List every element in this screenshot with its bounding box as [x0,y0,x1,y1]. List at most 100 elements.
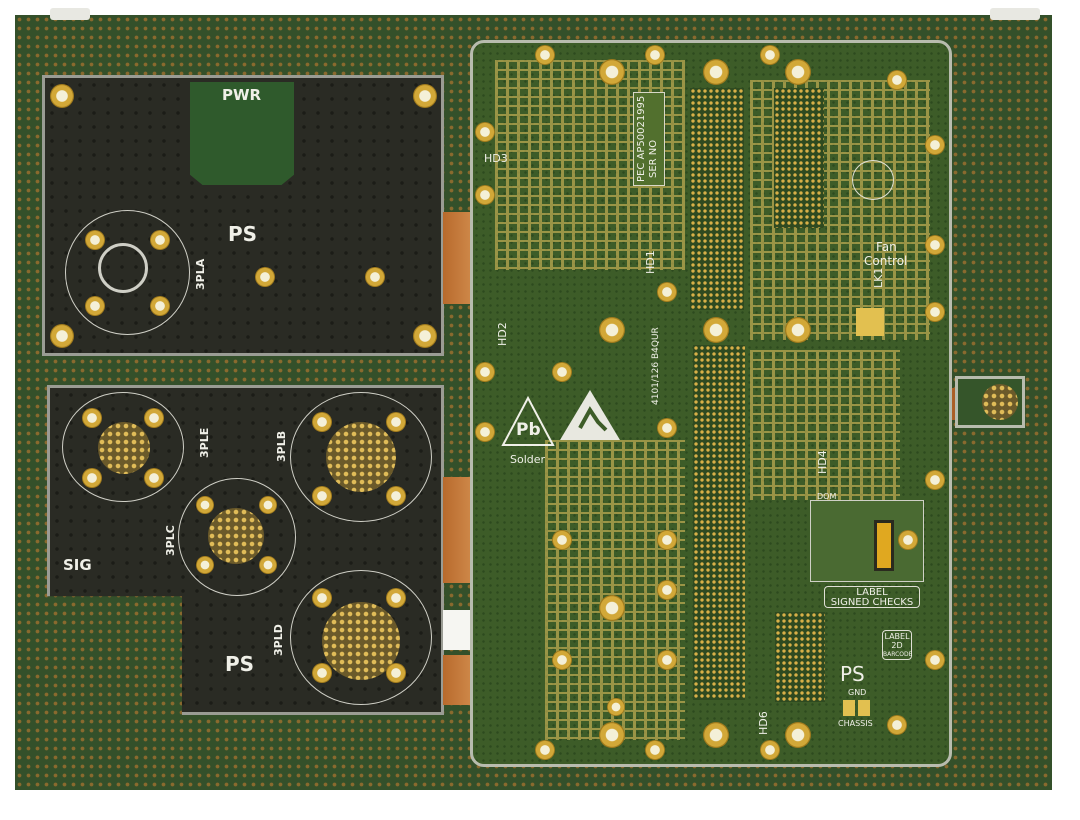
mounting-hole-pad [552,530,572,550]
mounting-hole-pad [925,135,945,155]
mounting-hole-pad [599,722,625,748]
mounting-hole-pad [82,408,102,428]
mounting-hole-pad [150,296,170,316]
label-signed-line1: LABEL [856,587,888,598]
pwr-label: PWR [222,86,262,104]
resistor-r212 [843,700,855,716]
fan-label: Fan [876,240,897,254]
mounting-hole-pad [785,59,811,85]
mounting-hole-pad [386,588,406,608]
3pld-label: 3PLD [272,624,285,656]
ps-main-label: PS [840,662,865,686]
mounting-hole-pad [657,282,677,302]
serial-label-area [633,92,665,186]
bga-footprint [774,88,824,228]
dom-label: DOM [817,492,837,501]
power-component [856,308,884,336]
lk1-label: LK1 [872,267,885,288]
label-2d-barcode: LABEL 2D BARCODE [882,630,912,660]
mounting-hole-pad [386,412,406,432]
ps-label: PS [228,222,258,246]
bga-footprint [693,345,745,700]
mounting-hole-pad [703,59,729,85]
mounting-hole-pad [703,317,729,343]
mounting-hole-pad [607,698,625,716]
hd3-label: HD3 [484,152,508,165]
hd6-label: HD6 [757,711,770,735]
breakaway-tab [50,8,90,20]
mounting-hole-pad [386,486,406,506]
mounting-hole-pad [386,663,406,683]
mounting-hole-pad [475,362,495,382]
connector-3plb-outline [290,392,432,522]
mounting-hole-pad [312,486,332,506]
mounting-hole-pad [925,470,945,490]
mounting-hole-pad [475,422,495,442]
pwr-area [190,82,294,185]
round-connector [982,384,1018,420]
mounting-hole-pad [413,324,437,348]
3pla-label: 3PLA [194,258,207,290]
solder-label: Solder [510,453,546,466]
ps-bottom-label: PS [225,652,255,676]
inductor [852,160,894,200]
mounting-hole-pad [552,362,572,382]
mounting-hole-pad [887,70,907,90]
mounting-hole-pad [887,715,907,735]
mounting-hole-pad [645,740,665,760]
mounting-hole-pad [535,45,555,65]
mounting-hole-pad [657,650,677,670]
3ple-label: 3PLE [198,427,211,458]
label-signed-line2: SIGNED CHECKS [830,597,914,608]
mounting-hole-pad [703,722,729,748]
3plc-label: 3PLC [164,525,177,556]
dom-connector [874,520,894,571]
control-label: Control [864,254,908,268]
mounting-hole-pad [785,317,811,343]
mounting-hole-pad [50,324,74,348]
connector-3plc-outline [178,478,296,596]
bga-footprint [690,88,744,310]
label-bar-line2: 2D [891,641,903,650]
mounting-hole-pad [312,663,332,683]
connector-3plc [208,508,264,564]
mounting-hole-pad [85,296,105,316]
mounting-hole-pad [925,650,945,670]
mounting-hole-pad [475,185,495,205]
mounting-hole-pad [365,267,385,287]
connector-3pla [98,243,148,293]
pec-label: PEC AP50021995 [636,95,647,182]
mounting-hole-pad [312,588,332,608]
mounting-hole-pad [413,84,437,108]
resistor-r213 [858,700,870,716]
hd2-label: HD2 [496,322,509,346]
mounting-hole-pad [657,580,677,600]
mounting-hole-pad [255,267,275,287]
mounting-hole-pad [144,408,164,428]
mounting-hole-pad [82,468,102,488]
connector-3pla-outline [65,210,190,335]
mounting-hole-pad [657,530,677,550]
mounting-hole-pad [599,317,625,343]
pb-label: Pb [516,420,541,440]
connector-3ple [98,422,150,474]
mounting-hole-pad [599,59,625,85]
esd-warning-icon [501,390,620,446]
label-signed-checks: LABEL SIGNED CHECKS [824,586,920,608]
mounting-hole-pad [645,45,665,65]
connector-3pld-outline [290,570,432,705]
3plb-label: 3PLB [275,430,288,462]
sig-label: SIG [63,556,92,574]
mounting-hole-pad [259,496,277,514]
mounting-hole-pad [599,595,625,621]
gnd-label: GND [848,688,867,697]
chassis-label: CHASSIS [838,719,873,728]
connector-3plb [326,422,396,492]
mounting-hole-pad [785,722,811,748]
mounting-hole-pad [925,302,945,322]
mounting-hole-pad [196,556,214,574]
mounting-hole-pad [925,235,945,255]
mounting-hole-pad [898,530,918,550]
component-area [750,350,900,500]
mounting-hole-pad [657,418,677,438]
